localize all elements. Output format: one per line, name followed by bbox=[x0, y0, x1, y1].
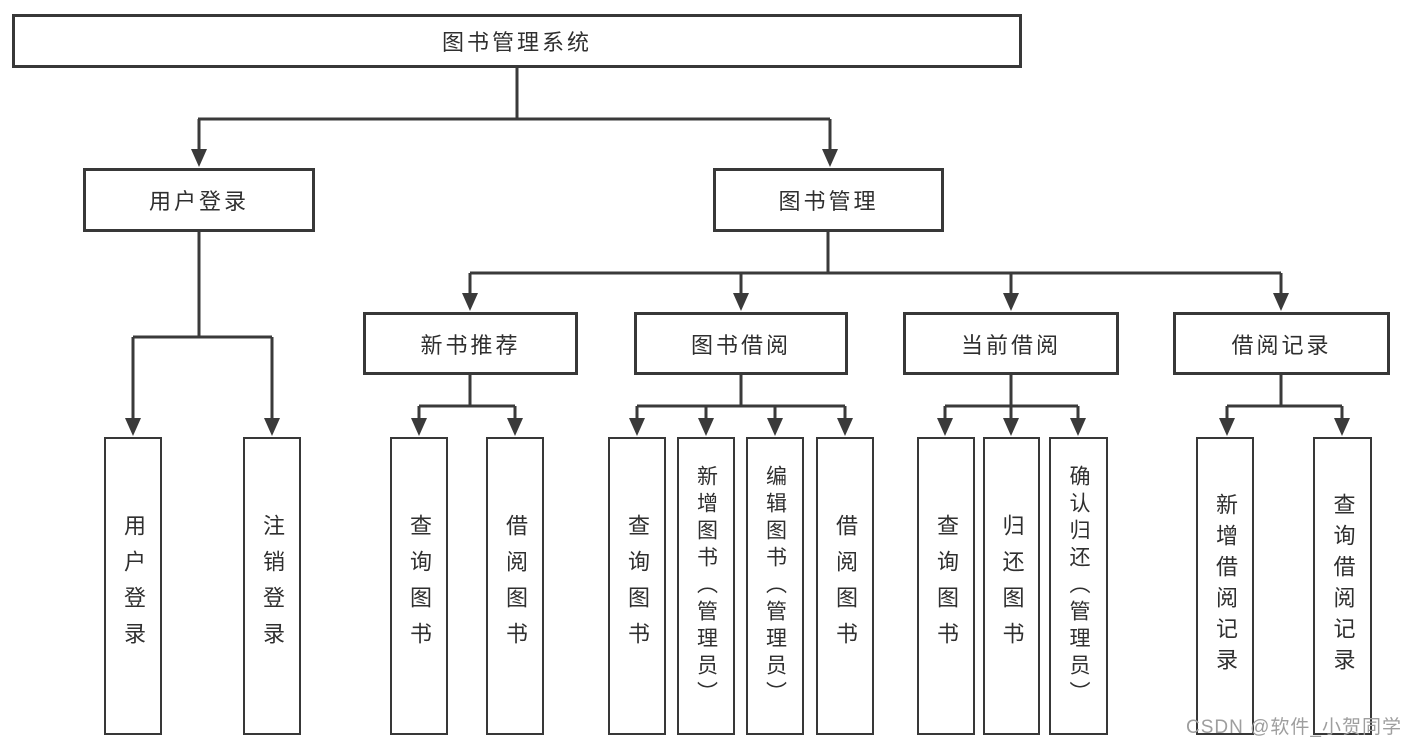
leaf-add-book-admin: 新增图书（管理员） bbox=[677, 437, 735, 735]
leaf-logout-label: 注销登录 bbox=[260, 514, 285, 658]
leaf-add-borrow-record-label: 新增借阅记录 bbox=[1213, 493, 1238, 679]
leaf-borrow-books-2-label: 借阅图书 bbox=[833, 514, 858, 658]
leaf-add-book-admin-label: 新增图书（管理员） bbox=[694, 464, 718, 708]
leaf-borrow-books-1-label: 借阅图书 bbox=[503, 514, 528, 658]
node-borrowing-records: 借阅记录 bbox=[1173, 312, 1390, 375]
leaf-borrow-books-1: 借阅图书 bbox=[486, 437, 544, 735]
leaf-query-books-3-label: 查询图书 bbox=[934, 514, 959, 658]
leaf-query-borrow-record-label: 查询借阅记录 bbox=[1330, 493, 1356, 679]
node-root-label: 图书管理系统 bbox=[441, 30, 592, 55]
leaf-add-borrow-record: 新增借阅记录 bbox=[1196, 437, 1254, 735]
leaf-query-books-2: 查询图书 bbox=[608, 437, 666, 735]
node-book-borrowing-label: 图书借阅 bbox=[690, 332, 791, 358]
leaf-borrow-books-2: 借阅图书 bbox=[816, 437, 874, 735]
leaf-user-login-label: 用户登录 bbox=[121, 514, 146, 658]
leaf-return-book: 归还图书 bbox=[983, 437, 1040, 735]
leaf-query-borrow-record: 查询借阅记录 bbox=[1313, 437, 1372, 735]
node-borrowing-records-label: 借阅记录 bbox=[1231, 332, 1332, 358]
leaf-query-books-2-label: 查询图书 bbox=[625, 514, 650, 658]
leaf-query-books-1: 查询图书 bbox=[390, 437, 448, 735]
node-book-management-label: 图书管理 bbox=[778, 189, 879, 214]
node-book-management: 图书管理 bbox=[713, 168, 944, 232]
leaf-edit-book-admin: 编辑图书（管理员） bbox=[746, 437, 804, 735]
leaf-query-books-1-label: 查询图书 bbox=[407, 514, 432, 658]
leaf-user-login: 用户登录 bbox=[104, 437, 162, 735]
node-root: 图书管理系统 bbox=[12, 14, 1022, 68]
node-book-borrowing: 图书借阅 bbox=[634, 312, 848, 375]
node-current-borrowing: 当前借阅 bbox=[903, 312, 1119, 375]
leaf-query-books-3: 查询图书 bbox=[917, 437, 975, 735]
leaf-confirm-return-admin-label: 确认归还（管理员） bbox=[1067, 464, 1090, 708]
node-user-login: 用户登录 bbox=[83, 168, 315, 232]
node-current-borrowing-label: 当前借阅 bbox=[960, 332, 1061, 358]
node-user-login-label: 用户登录 bbox=[148, 189, 249, 214]
leaf-edit-book-admin-label: 编辑图书（管理员） bbox=[763, 464, 787, 708]
watermark-text: CSDN @软件_小贺同学 bbox=[1186, 717, 1402, 738]
leaf-confirm-return-admin: 确认归还（管理员） bbox=[1049, 437, 1108, 735]
node-new-book-recommend-label: 新书推荐 bbox=[420, 332, 521, 358]
leaf-return-book-label: 归还图书 bbox=[999, 514, 1025, 658]
node-new-book-recommend: 新书推荐 bbox=[363, 312, 578, 375]
leaf-logout: 注销登录 bbox=[243, 437, 301, 735]
